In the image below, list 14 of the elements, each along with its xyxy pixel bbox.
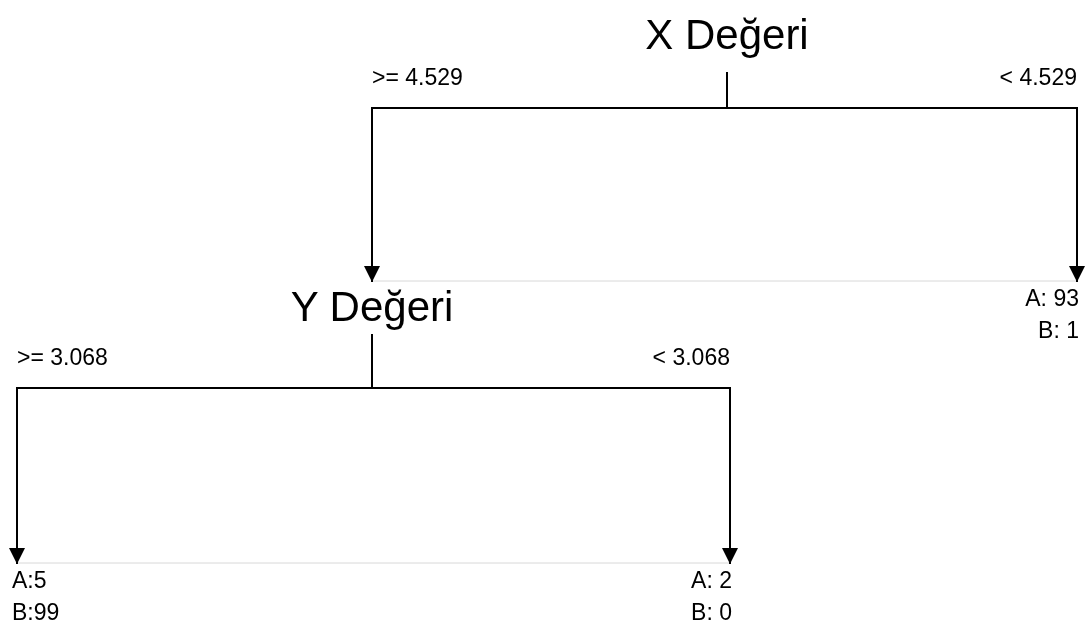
class-count: B: 1 [1038,316,1079,346]
arrow [371,333,738,565]
class-count: B: 0 [691,598,732,628]
split-variable: X Değeri [645,10,809,60]
edge-label: >= 4.529 [372,64,463,92]
class-count: A: 93 [1025,284,1079,313]
edge-label: < 3.068 [652,344,730,372]
class-count: A:5 [12,566,47,595]
edge-label: < 4.529 [999,64,1077,92]
arrow [726,71,1085,283]
edge-label: >= 3.068 [17,344,108,372]
class-count: A: 2 [691,566,732,595]
class-count: B:99 [12,598,60,628]
split-variable: Y Değeri [290,282,454,332]
